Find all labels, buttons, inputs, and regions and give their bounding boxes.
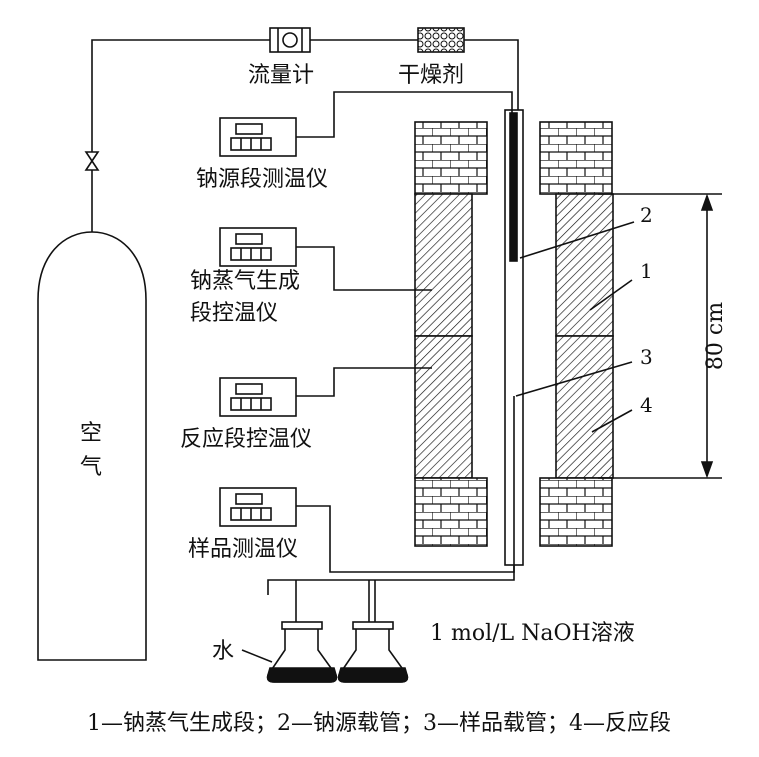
vapor-controller	[219, 227, 297, 267]
furnace-right-top-brick	[539, 121, 613, 195]
sodium-source-thermometer-wire	[296, 91, 513, 138]
sodium-source-carrier-tube	[509, 112, 518, 262]
air-cylinder	[37, 231, 147, 661]
furnace-left-top-brick	[414, 121, 488, 195]
callout-1: 1	[640, 259, 653, 283]
furnace-right-bottom-brick	[539, 477, 613, 547]
dimension-80cm	[598, 193, 722, 479]
furnace-left-vapor-segment	[414, 193, 473, 337]
callout-2: 2	[640, 203, 653, 227]
furnace-left-reaction-segment	[414, 335, 473, 479]
reaction-controller-wire	[296, 367, 432, 397]
sodium-source-thermometer-label: 钠源段测温仪	[196, 167, 328, 192]
flowmeter-label: 流量计	[248, 63, 314, 88]
sample-thermometer	[219, 487, 297, 527]
dimension-label: 80 cm	[703, 302, 728, 370]
callout-3: 3	[640, 345, 653, 369]
furnace-right-reaction-segment	[555, 335, 614, 479]
diagram-caption: 1—钠蒸气生成段；2—钠源载管；3—样品载管；4—反应段	[87, 711, 671, 736]
desiccant-icon	[417, 27, 465, 53]
vapor-controller-label-line2: 段控温仪	[190, 301, 278, 326]
water-flask	[266, 621, 338, 683]
naoh-flask	[337, 621, 409, 683]
naoh-solution-label: 1 mol/L NaOH溶液	[430, 621, 635, 646]
flowmeter-icon	[269, 27, 311, 53]
air-cylinder-label-1: 空	[80, 421, 102, 446]
callout-3-leader	[515, 361, 633, 397]
vapor-controller-wire	[296, 246, 432, 291]
desiccant-label: 干燥剂	[398, 63, 464, 88]
sodium-source-thermometer	[219, 117, 297, 157]
reaction-controller-label: 反应段控温仪	[180, 427, 312, 452]
callout-1-leader	[589, 279, 633, 311]
vapor-controller-label-line1: 钠蒸气生成	[190, 269, 300, 294]
reaction-controller	[219, 377, 297, 417]
furnace-right-vapor-segment	[555, 193, 614, 337]
sample-thermometer-label: 样品测温仪	[188, 537, 298, 562]
valve-icon	[84, 151, 100, 171]
furnace-left-bottom-brick	[414, 477, 488, 547]
callout-4: 4	[640, 393, 653, 417]
water-label-leader	[241, 649, 273, 663]
water-label: 水	[212, 639, 234, 664]
outlet-line	[267, 565, 515, 595]
callout-4-leader	[591, 409, 633, 433]
callout-2-leader	[519, 221, 635, 259]
air-cylinder-label-2: 气	[80, 455, 102, 480]
